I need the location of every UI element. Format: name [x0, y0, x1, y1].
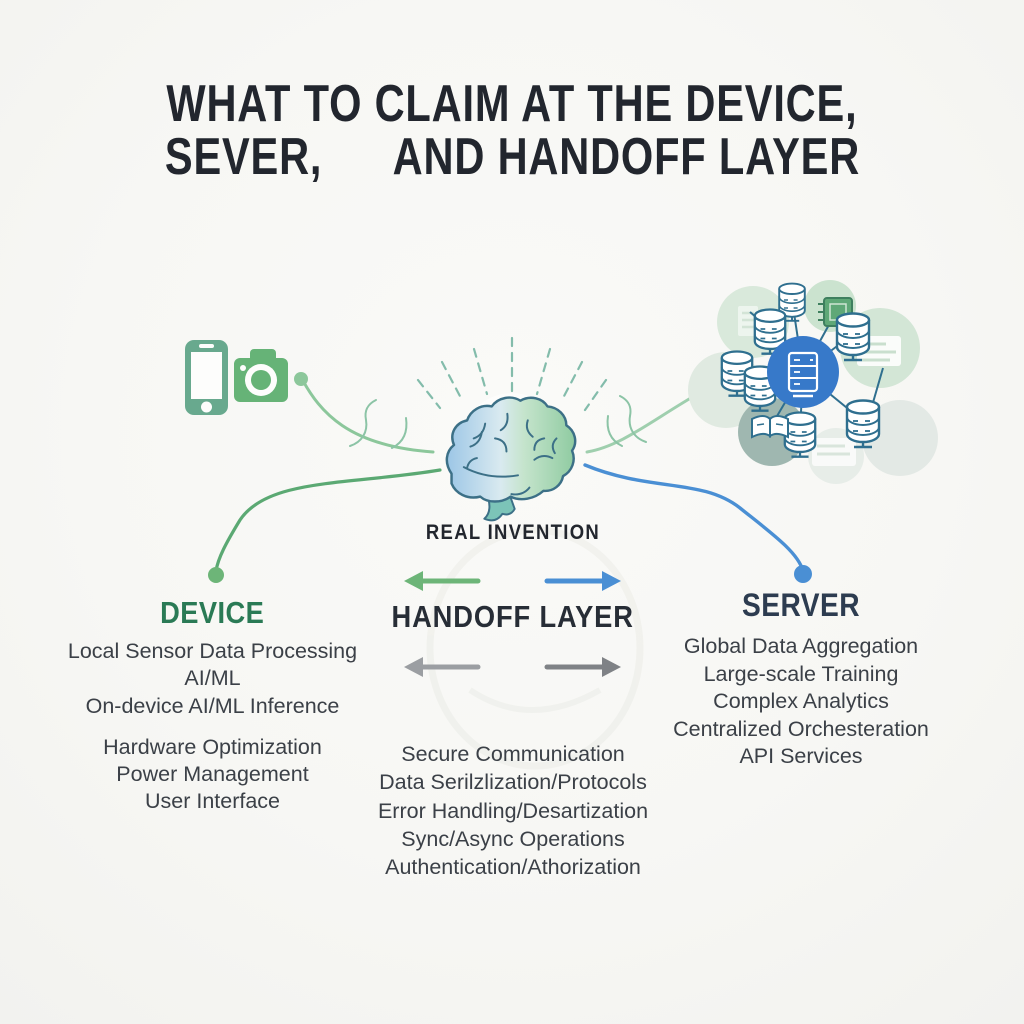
smartphone-icon [185, 340, 228, 415]
database-icon [835, 312, 871, 362]
list-item: Complex Analytics [713, 689, 889, 714]
list-item: Authentication/Athorization [385, 855, 641, 880]
real-invention-label: REAL INVENTION [425, 521, 601, 544]
list-item: AI/ML [184, 666, 241, 691]
list-item: Hardware Optimization [103, 734, 322, 759]
list-item: User Interface [144, 789, 281, 814]
server-network-icon [688, 280, 938, 484]
database-icon [720, 350, 754, 397]
brain-icon [445, 396, 577, 522]
list-item: Local Sensor Data Processing [67, 639, 358, 663]
list-item: Power Management [116, 762, 309, 787]
side-squiggles [349, 395, 647, 449]
list-item: Data Serilzlization/Protocols [379, 770, 647, 795]
title-line-2-right: AND HANDOFF LAYER [392, 128, 860, 186]
server-connector-lines [583, 381, 812, 583]
page-title: WHAT TO CLAIM AT THE DEVICE, SEVER, AND H… [0, 78, 1024, 184]
device-column: DEVICE Local Sensor Data Processing AI/M… [31, 595, 394, 816]
list-item: Error Handling/Desartization [377, 798, 649, 823]
database-icon [783, 411, 817, 458]
device-heading: DEVICE [160, 595, 265, 630]
card-icon [812, 438, 856, 466]
server-list: Global Data Aggregation Large-scale Trai… [620, 633, 982, 771]
device-primary-list: Local Sensor Data Processing AI/ML On-de… [31, 638, 394, 720]
database-icon [845, 399, 881, 449]
server-rack-icon [787, 351, 819, 398]
list-item: On-device AI/ML Inference [85, 693, 340, 718]
database-icon [753, 308, 787, 355]
database-icon [743, 365, 777, 412]
brain-watermark [426, 526, 644, 770]
card-icon [857, 336, 901, 366]
brain-rays [416, 336, 608, 412]
chip-faint-icon [738, 306, 758, 336]
chip-icon [818, 297, 853, 327]
list-item: Sync/Async Operations [401, 826, 625, 851]
title-line-1: WHAT TO CLAIM AT THE DEVICE, [166, 75, 858, 133]
device-secondary-list: Hardware Optimization Power Management U… [31, 734, 394, 816]
database-icon [778, 282, 806, 322]
network-links [749, 299, 884, 433]
server-column: SERVER Global Data Aggregation Large-sca… [620, 587, 982, 771]
list-item: Large-scale Training [703, 661, 899, 686]
book-icon [751, 415, 789, 439]
list-item: API Services [739, 744, 863, 769]
list-item: Centralized Orchesteration [673, 716, 929, 741]
list-item: Global Data Aggregation [683, 634, 919, 658]
server-heading: SERVER [742, 587, 860, 623]
central-server-hub [767, 336, 839, 408]
title-line-2-left: SEVER, [164, 128, 322, 186]
brain-glow [460, 393, 564, 497]
camera-icon [234, 349, 288, 402]
device-connector-lines [208, 372, 442, 583]
